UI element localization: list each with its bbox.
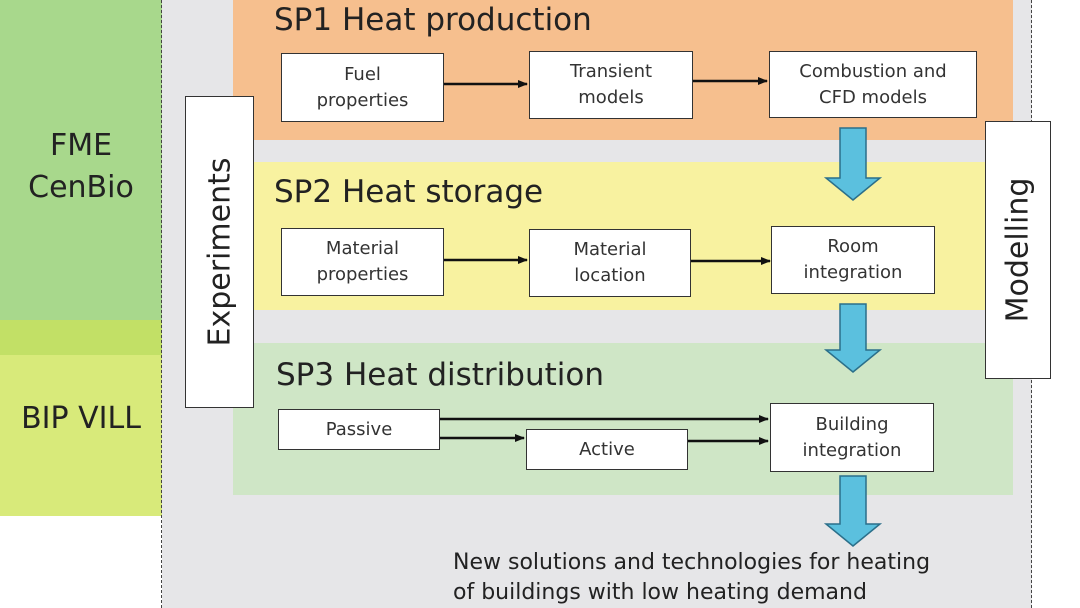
box-active: Active — [526, 429, 688, 470]
dashed-divider-left — [161, 0, 162, 608]
blue-arrow-sp3-to-outcome — [823, 475, 883, 547]
box-passive: Passive — [278, 409, 440, 450]
fme-cenbio-band — [0, 0, 176, 355]
experiments-bar: Experiments — [185, 96, 254, 408]
band-overlap — [0, 320, 176, 355]
bip-vill-label: BIP VILL — [21, 401, 141, 436]
blue-arrow-sp2-to-sp3 — [823, 303, 883, 373]
box-room-integration: Room integration — [771, 226, 935, 294]
blue-arrow-sp1-to-sp2 — [823, 127, 883, 201]
box-material-properties: Material properties — [281, 228, 444, 296]
modelling-bar: Modelling — [985, 121, 1051, 379]
sp3-title: SP3 Heat distribution — [276, 357, 604, 393]
box-combustion-cfd-models: Combustion and CFD models — [769, 51, 977, 118]
fme-cenbio-label: FME CenBio — [28, 128, 134, 205]
box-material-location: Material location — [529, 229, 691, 297]
sp1-title: SP1 Heat production — [274, 2, 592, 38]
box-building-integration: Building integration — [770, 403, 934, 472]
box-transient-models: Transient models — [529, 51, 693, 119]
box-fuel-properties: Fuel properties — [281, 53, 444, 122]
sp2-title: SP2 Heat storage — [274, 174, 544, 210]
outcome-text: New solutions and technologies for heati… — [453, 550, 931, 605]
